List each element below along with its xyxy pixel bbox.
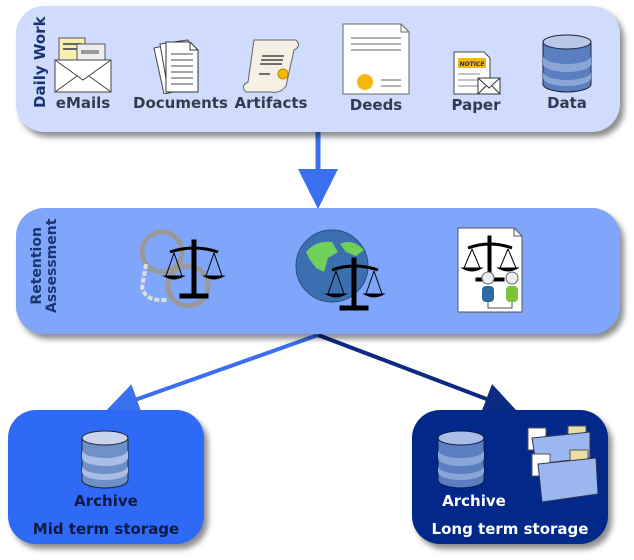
retention-assessment-panel: Retention Assessment <box>16 208 620 334</box>
daily-work-panel: Daily Work eMails Documents <box>16 6 620 132</box>
item-emails[interactable]: eMails <box>38 36 128 112</box>
notice-badge: NOTICE <box>460 61 486 68</box>
mid-archive-subtitle: Mid term storage <box>32 520 180 538</box>
mid-archive-title: Archive <box>74 492 138 510</box>
database-icon <box>542 34 592 93</box>
deed-certificate-icon <box>342 23 410 95</box>
database-icon <box>81 430 129 489</box>
scroll-icon <box>242 39 300 93</box>
arrow-retention-to-long <box>317 333 517 414</box>
retention-title-line2: Assessment <box>44 218 60 313</box>
long-archive-title: Archive <box>442 492 506 510</box>
item-data[interactable]: Data <box>522 34 612 112</box>
item-documents[interactable]: Documents <box>133 36 228 112</box>
item-label: Deeds <box>349 96 403 114</box>
long-archive-subtitle: Long term storage <box>431 520 589 538</box>
retention-title: Retention Assessment <box>29 218 60 313</box>
notice-paper-icon: NOTICE <box>453 51 501 95</box>
documents-icon <box>153 39 199 94</box>
item-label: Data <box>547 94 587 112</box>
legal-document-people-icon <box>457 227 523 313</box>
item-artifacts[interactable]: Artifacts <box>226 36 316 112</box>
item-label: Paper <box>451 96 501 114</box>
globe-scales-icon <box>295 229 386 311</box>
item-label: Artifacts <box>234 94 308 112</box>
folders-icon <box>527 425 599 503</box>
mid-term-archive-panel: Archive Mid term storage <box>8 410 204 544</box>
email-envelope-icon <box>54 37 112 93</box>
item-label: eMails <box>55 94 111 112</box>
item-deeds[interactable]: Deeds <box>331 22 421 114</box>
item-paper[interactable]: NOTICE Paper <box>431 50 521 114</box>
retention-title-line1: Retention <box>29 227 45 305</box>
long-term-archive-panel: Archive Long term storage <box>412 410 608 544</box>
database-icon <box>437 430 485 489</box>
handcuffs-scales-icon <box>139 229 226 308</box>
arrow-retention-to-mid <box>106 333 319 415</box>
item-label: Documents <box>133 94 228 112</box>
